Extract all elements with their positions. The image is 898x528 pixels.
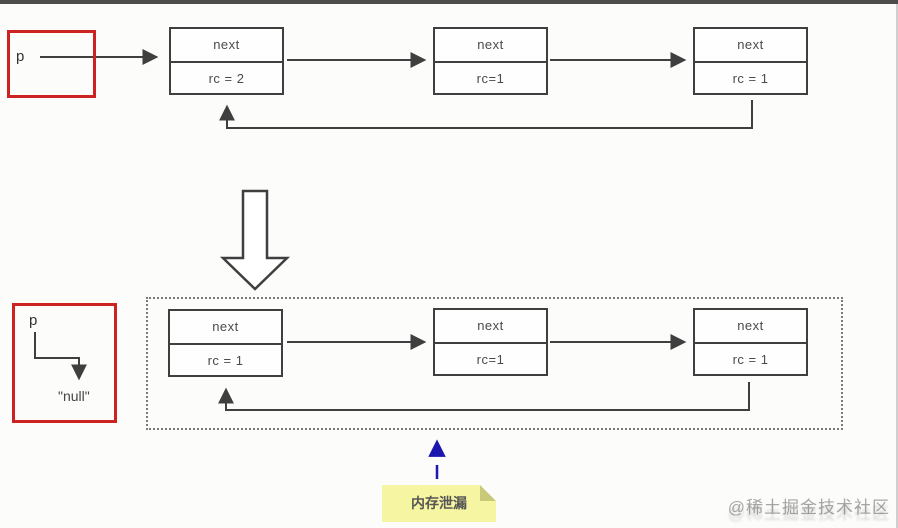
arrow-p-to-null [34,332,87,381]
list-node-top-3: next rc = 1 [693,27,808,95]
list-node-bottom-2: next rc=1 [433,308,548,376]
null-target-label: "null" [58,388,90,404]
pointer-label-top: p [16,48,25,65]
top-edge-bar [0,0,898,4]
note-fold-corner-icon [480,485,496,501]
node-next-label: next [477,37,504,52]
list-node-bottom-1: next rc = 1 [168,309,283,377]
pointer-box-bottom [12,303,117,423]
memory-leak-note: 内存泄漏 [382,485,496,522]
node-rc-label: rc = 1 [695,342,806,374]
node-rc-label: rc = 1 [695,61,806,93]
node-next-label: next [212,319,239,334]
watermark: @稀土掘金技术社区 [727,498,890,517]
node-rc-label: rc=1 [435,342,546,374]
node-rc-label: rc = 2 [171,61,282,93]
arrow-top-cycle-back-edge [219,100,753,129]
memory-leak-note-label: 内存泄漏 [411,495,467,511]
node-next-label: next [477,318,504,333]
pointer-box-top [7,30,96,98]
node-rc-label: rc = 1 [170,343,281,375]
leaked-memory-region-outline [146,297,843,430]
list-node-top-2: next rc=1 [433,27,548,95]
node-next-label: next [737,318,764,333]
node-rc-label: rc=1 [435,61,546,93]
node-next-label: next [213,37,240,52]
transition-down-arrow [219,189,291,291]
arrow-bottom-cycle-back-edge [218,382,750,411]
pointer-label-bottom: p [29,312,38,329]
list-node-top-1: next rc = 2 [169,27,284,95]
list-node-bottom-3: next rc = 1 [693,308,808,376]
right-edge-line [896,4,898,528]
node-next-label: next [737,37,764,52]
